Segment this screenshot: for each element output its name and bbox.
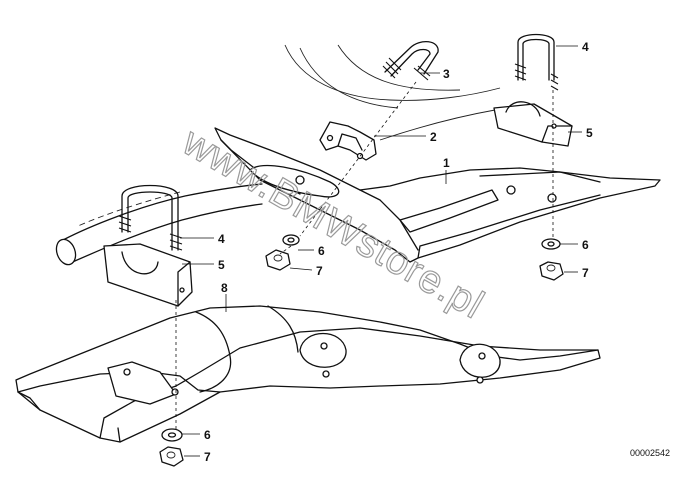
callout-5-left: 5 bbox=[218, 258, 225, 272]
callout-1: 1 bbox=[443, 156, 450, 170]
saddle-clamp-upper-right bbox=[493, 101, 573, 147]
callout-8: 8 bbox=[221, 281, 228, 295]
callout-6-right: 6 bbox=[582, 238, 589, 252]
nut-right bbox=[539, 261, 564, 281]
washer-mid bbox=[282, 234, 300, 246]
assembly-lines bbox=[175, 81, 554, 432]
callout-5-top: 5 bbox=[586, 126, 593, 140]
upper-carrier-bracket bbox=[214, 127, 661, 263]
callout-6-mid: 6 bbox=[318, 244, 325, 258]
callout-2: 2 bbox=[430, 130, 437, 144]
callout-6-bottom: 6 bbox=[204, 428, 211, 442]
leader-lines bbox=[180, 45, 582, 457]
saddle-clamp-left bbox=[103, 243, 193, 307]
washer-right bbox=[541, 238, 561, 250]
background-contours bbox=[284, 44, 501, 141]
callout-7-bottom: 7 bbox=[204, 450, 211, 464]
callout-4-top: 4 bbox=[582, 40, 589, 54]
small-clamp-bracket bbox=[319, 121, 377, 161]
callout-7-mid: 7 bbox=[316, 264, 323, 278]
callout-3: 3 bbox=[443, 67, 450, 81]
u-bolt-left bbox=[118, 184, 183, 251]
callout-4-left: 4 bbox=[218, 232, 225, 246]
nut-mid bbox=[265, 249, 291, 271]
reference-number: 00002542 bbox=[630, 448, 670, 458]
u-bolt-upper-small bbox=[382, 41, 439, 81]
nut-bottom bbox=[159, 446, 184, 467]
washer-bottom bbox=[161, 428, 183, 442]
lower-carrier bbox=[15, 305, 601, 443]
u-bolt-upper-right bbox=[514, 33, 559, 91]
callout-7-right: 7 bbox=[582, 266, 589, 280]
callout-labels: 1 2 3 4 5 6 7 6 7 4 5 8 6 7 bbox=[204, 40, 593, 464]
